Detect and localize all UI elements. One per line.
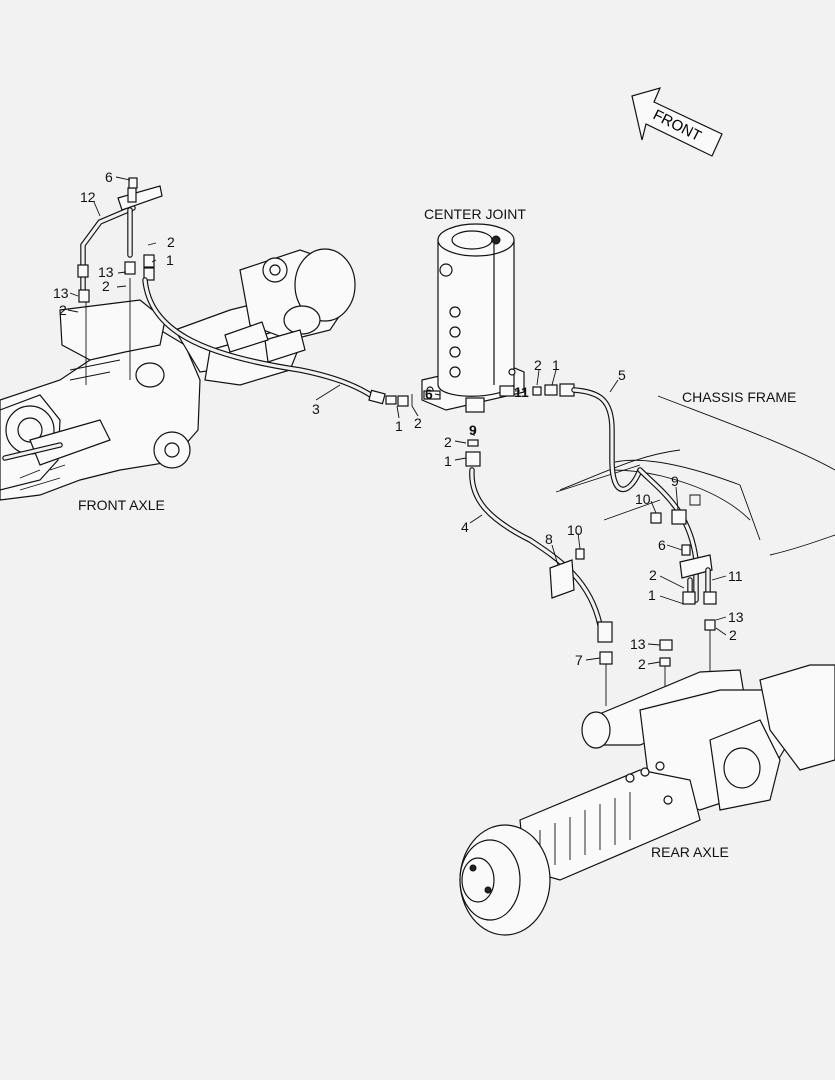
- rear-axle-label: REAR AXLE: [651, 844, 729, 860]
- chassis-frame-label: CHASSIS FRAME: [682, 389, 797, 405]
- callout-12: 12: [80, 189, 96, 205]
- hose-4: [465, 439, 613, 706]
- callout-7: 7: [575, 652, 583, 668]
- callout-13: 13: [98, 264, 114, 280]
- callout-5: 5: [618, 367, 626, 383]
- front-direction-arrow: FRONT: [631, 87, 723, 157]
- callout-1: 1: [444, 453, 452, 469]
- callout-2: 2: [414, 415, 422, 431]
- callout-2: 2: [729, 627, 737, 643]
- front-axle-piping: [77, 177, 413, 407]
- front-axle-assembly: [0, 248, 356, 501]
- front-axle-label: FRONT AXLE: [78, 497, 165, 513]
- center-joint-label: CENTER JOINT: [424, 206, 526, 222]
- callout-2: 2: [638, 656, 646, 672]
- callout-10: 10: [567, 522, 583, 538]
- callout-11: 11: [514, 384, 529, 400]
- callout-1: 1: [395, 418, 403, 434]
- callout-2: 2: [649, 567, 657, 583]
- callout-13: 13: [630, 636, 646, 652]
- rear-axle-piping: [637, 467, 717, 720]
- callout-1: 1: [648, 587, 656, 603]
- callout-9: 9: [671, 473, 679, 489]
- center-joint: [421, 223, 525, 413]
- hose-5: [532, 383, 643, 493]
- callout-6: 6: [425, 386, 433, 402]
- callout-1: 1: [166, 252, 174, 268]
- callout-2: 2: [534, 357, 542, 373]
- callout-11: 11: [728, 568, 743, 584]
- callout-1: 1: [552, 357, 560, 373]
- callout-6: 6: [105, 169, 113, 185]
- callout-3: 3: [312, 401, 320, 417]
- callout-4: 4: [461, 519, 469, 535]
- callout-13: 13: [53, 285, 69, 301]
- callout-6: 6: [658, 537, 666, 553]
- callout-2: 2: [59, 302, 67, 318]
- callout-13: 13: [728, 609, 744, 625]
- callout-2: 2: [102, 278, 110, 294]
- chassis-frame-outline: [555, 395, 835, 556]
- leader-lines: [67, 176, 727, 665]
- callout-9: 9: [469, 422, 477, 438]
- callout-2: 2: [444, 434, 452, 450]
- callout-10: 10: [635, 491, 651, 507]
- callout-2: 2: [167, 234, 175, 250]
- callout-8: 8: [545, 531, 553, 547]
- rear-axle-assembly: [459, 664, 835, 936]
